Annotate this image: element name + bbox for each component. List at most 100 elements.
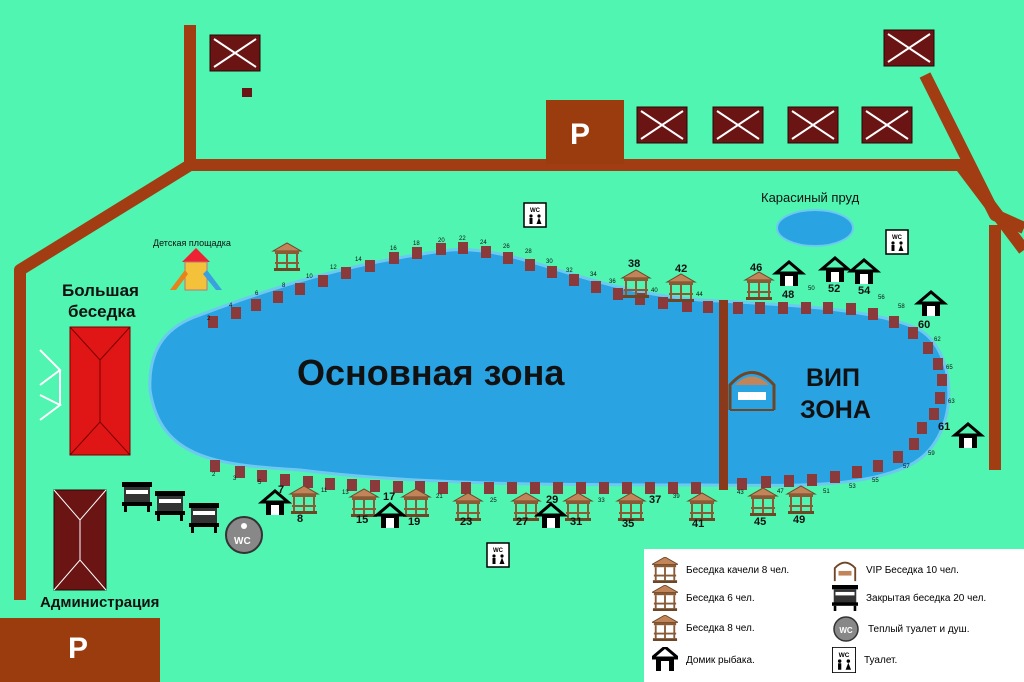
fishing-spot bbox=[613, 288, 623, 300]
spot-number: 63 bbox=[948, 399, 955, 405]
closed-gazebo-legend-icon bbox=[832, 585, 858, 611]
parking-bottom-label: P bbox=[68, 632, 89, 665]
gazebo bbox=[289, 485, 319, 515]
fishing-spot bbox=[830, 471, 840, 483]
spot-number: 25 bbox=[490, 498, 497, 504]
legend-toilet: Туалет. bbox=[832, 647, 897, 673]
spot-number: 2 bbox=[207, 316, 211, 322]
legend-fisher-house-label: Домик рыбака. bbox=[686, 654, 755, 666]
spot-number: 28 bbox=[525, 249, 532, 255]
gazebo bbox=[616, 492, 646, 522]
fishing-spot bbox=[438, 482, 448, 494]
fishing-spot bbox=[576, 482, 586, 494]
fishing-spots-bottom bbox=[210, 438, 919, 494]
gazebo bbox=[744, 271, 774, 301]
spot-number: 55 bbox=[872, 478, 879, 484]
spot-number: 23 bbox=[460, 516, 473, 528]
spot-number: 62 bbox=[934, 337, 941, 343]
fishing-spot bbox=[873, 460, 883, 472]
gazebo bbox=[621, 269, 651, 299]
fishing-spot bbox=[682, 300, 692, 312]
big-gazebo-label-line2: беседка bbox=[68, 302, 136, 321]
gazebo bbox=[748, 487, 778, 517]
fishing-spot bbox=[807, 474, 817, 486]
swing-gazebo-icon bbox=[652, 557, 678, 583]
spot-number: 6 bbox=[255, 291, 259, 297]
main-lake bbox=[148, 248, 951, 487]
legend-gazebo8-label: Беседка 8 чел. bbox=[686, 622, 755, 634]
fishing-spot bbox=[622, 482, 632, 494]
fishing-spot bbox=[937, 374, 947, 386]
fishing-spot bbox=[645, 482, 655, 494]
warm-toilet-wc-text: WC bbox=[234, 536, 251, 547]
spot-number: 57 bbox=[903, 464, 910, 470]
fishing-spot bbox=[461, 482, 471, 494]
legend-gazebo6: Беседка 6 чел. bbox=[652, 585, 755, 611]
fishing-spot bbox=[591, 281, 601, 293]
spot-number: 3 bbox=[233, 476, 237, 482]
fishing-spot bbox=[231, 307, 241, 319]
playground-label: Детская площадка bbox=[153, 238, 231, 248]
building bbox=[712, 106, 764, 144]
fishing-spot bbox=[365, 260, 375, 272]
spot-number: 65 bbox=[946, 365, 953, 371]
spot-number: 38 bbox=[628, 258, 641, 270]
spot-number: 10 bbox=[306, 274, 313, 280]
fishing-spot bbox=[801, 302, 811, 314]
big-gazebo bbox=[39, 326, 131, 456]
closed-gazebo bbox=[189, 503, 219, 533]
fisher-house bbox=[774, 260, 804, 288]
fishing-spot bbox=[635, 293, 645, 305]
spot-number: 5 bbox=[258, 480, 262, 486]
spot-number: 45 bbox=[754, 516, 767, 528]
spot-number: 56 bbox=[878, 295, 885, 301]
fishing-spot bbox=[658, 297, 668, 309]
fisher-house bbox=[916, 290, 946, 318]
spot-number: 16 bbox=[390, 246, 397, 252]
gazebo bbox=[272, 242, 302, 272]
fishing-spot bbox=[210, 460, 220, 472]
fishing-spot bbox=[235, 466, 245, 478]
spot-number: 4 bbox=[229, 303, 233, 309]
roads bbox=[14, 25, 1024, 600]
fishing-spot bbox=[341, 267, 351, 279]
crucian-pond-label: Карасиный пруд bbox=[761, 190, 860, 205]
warm-toilet-legend-text: WC bbox=[839, 626, 853, 635]
legend-swing-gazebo-label: Беседка качели 8 чел. bbox=[686, 564, 790, 576]
building bbox=[209, 34, 261, 72]
fishing-spot bbox=[778, 302, 788, 314]
parking-bottom bbox=[0, 618, 160, 682]
fishing-spot bbox=[503, 252, 513, 264]
fishing-spot bbox=[347, 479, 357, 491]
warm-toilet-legend-icon: WC bbox=[833, 616, 859, 642]
fishing-spot bbox=[325, 478, 335, 490]
toilet-legend-icon bbox=[832, 647, 856, 673]
spot-number: 53 bbox=[849, 484, 856, 490]
spot-number: 50 bbox=[808, 286, 815, 292]
fishing-spot bbox=[393, 481, 403, 493]
fishing-spot bbox=[295, 283, 305, 295]
fishing-spot bbox=[569, 274, 579, 286]
legend-toilet-label: Туалет. bbox=[864, 654, 898, 666]
toilet-icon bbox=[523, 202, 547, 228]
spot-number: 30 bbox=[546, 259, 553, 265]
fishing-spot bbox=[370, 480, 380, 492]
fishing-spot bbox=[823, 302, 833, 314]
fishing-spot bbox=[733, 302, 743, 314]
building bbox=[787, 106, 839, 144]
fisher-house bbox=[849, 258, 879, 286]
spot-number: 21 bbox=[436, 494, 443, 500]
fishing-spot bbox=[273, 291, 283, 303]
spot-number: 8 bbox=[297, 513, 304, 525]
fishing-spot bbox=[208, 316, 218, 328]
spot-number: 8 bbox=[282, 283, 286, 289]
legend-vip-gazebo: VIP Беседка 10 чел. bbox=[832, 557, 959, 583]
spot-number: 49 bbox=[793, 514, 806, 526]
fishing-spot bbox=[484, 482, 494, 494]
gazebo bbox=[687, 492, 717, 522]
fishing-spot bbox=[458, 242, 468, 254]
spot-number: 24 bbox=[480, 240, 487, 246]
spot-number: 33 bbox=[598, 498, 605, 504]
fishing-spot bbox=[917, 422, 927, 434]
